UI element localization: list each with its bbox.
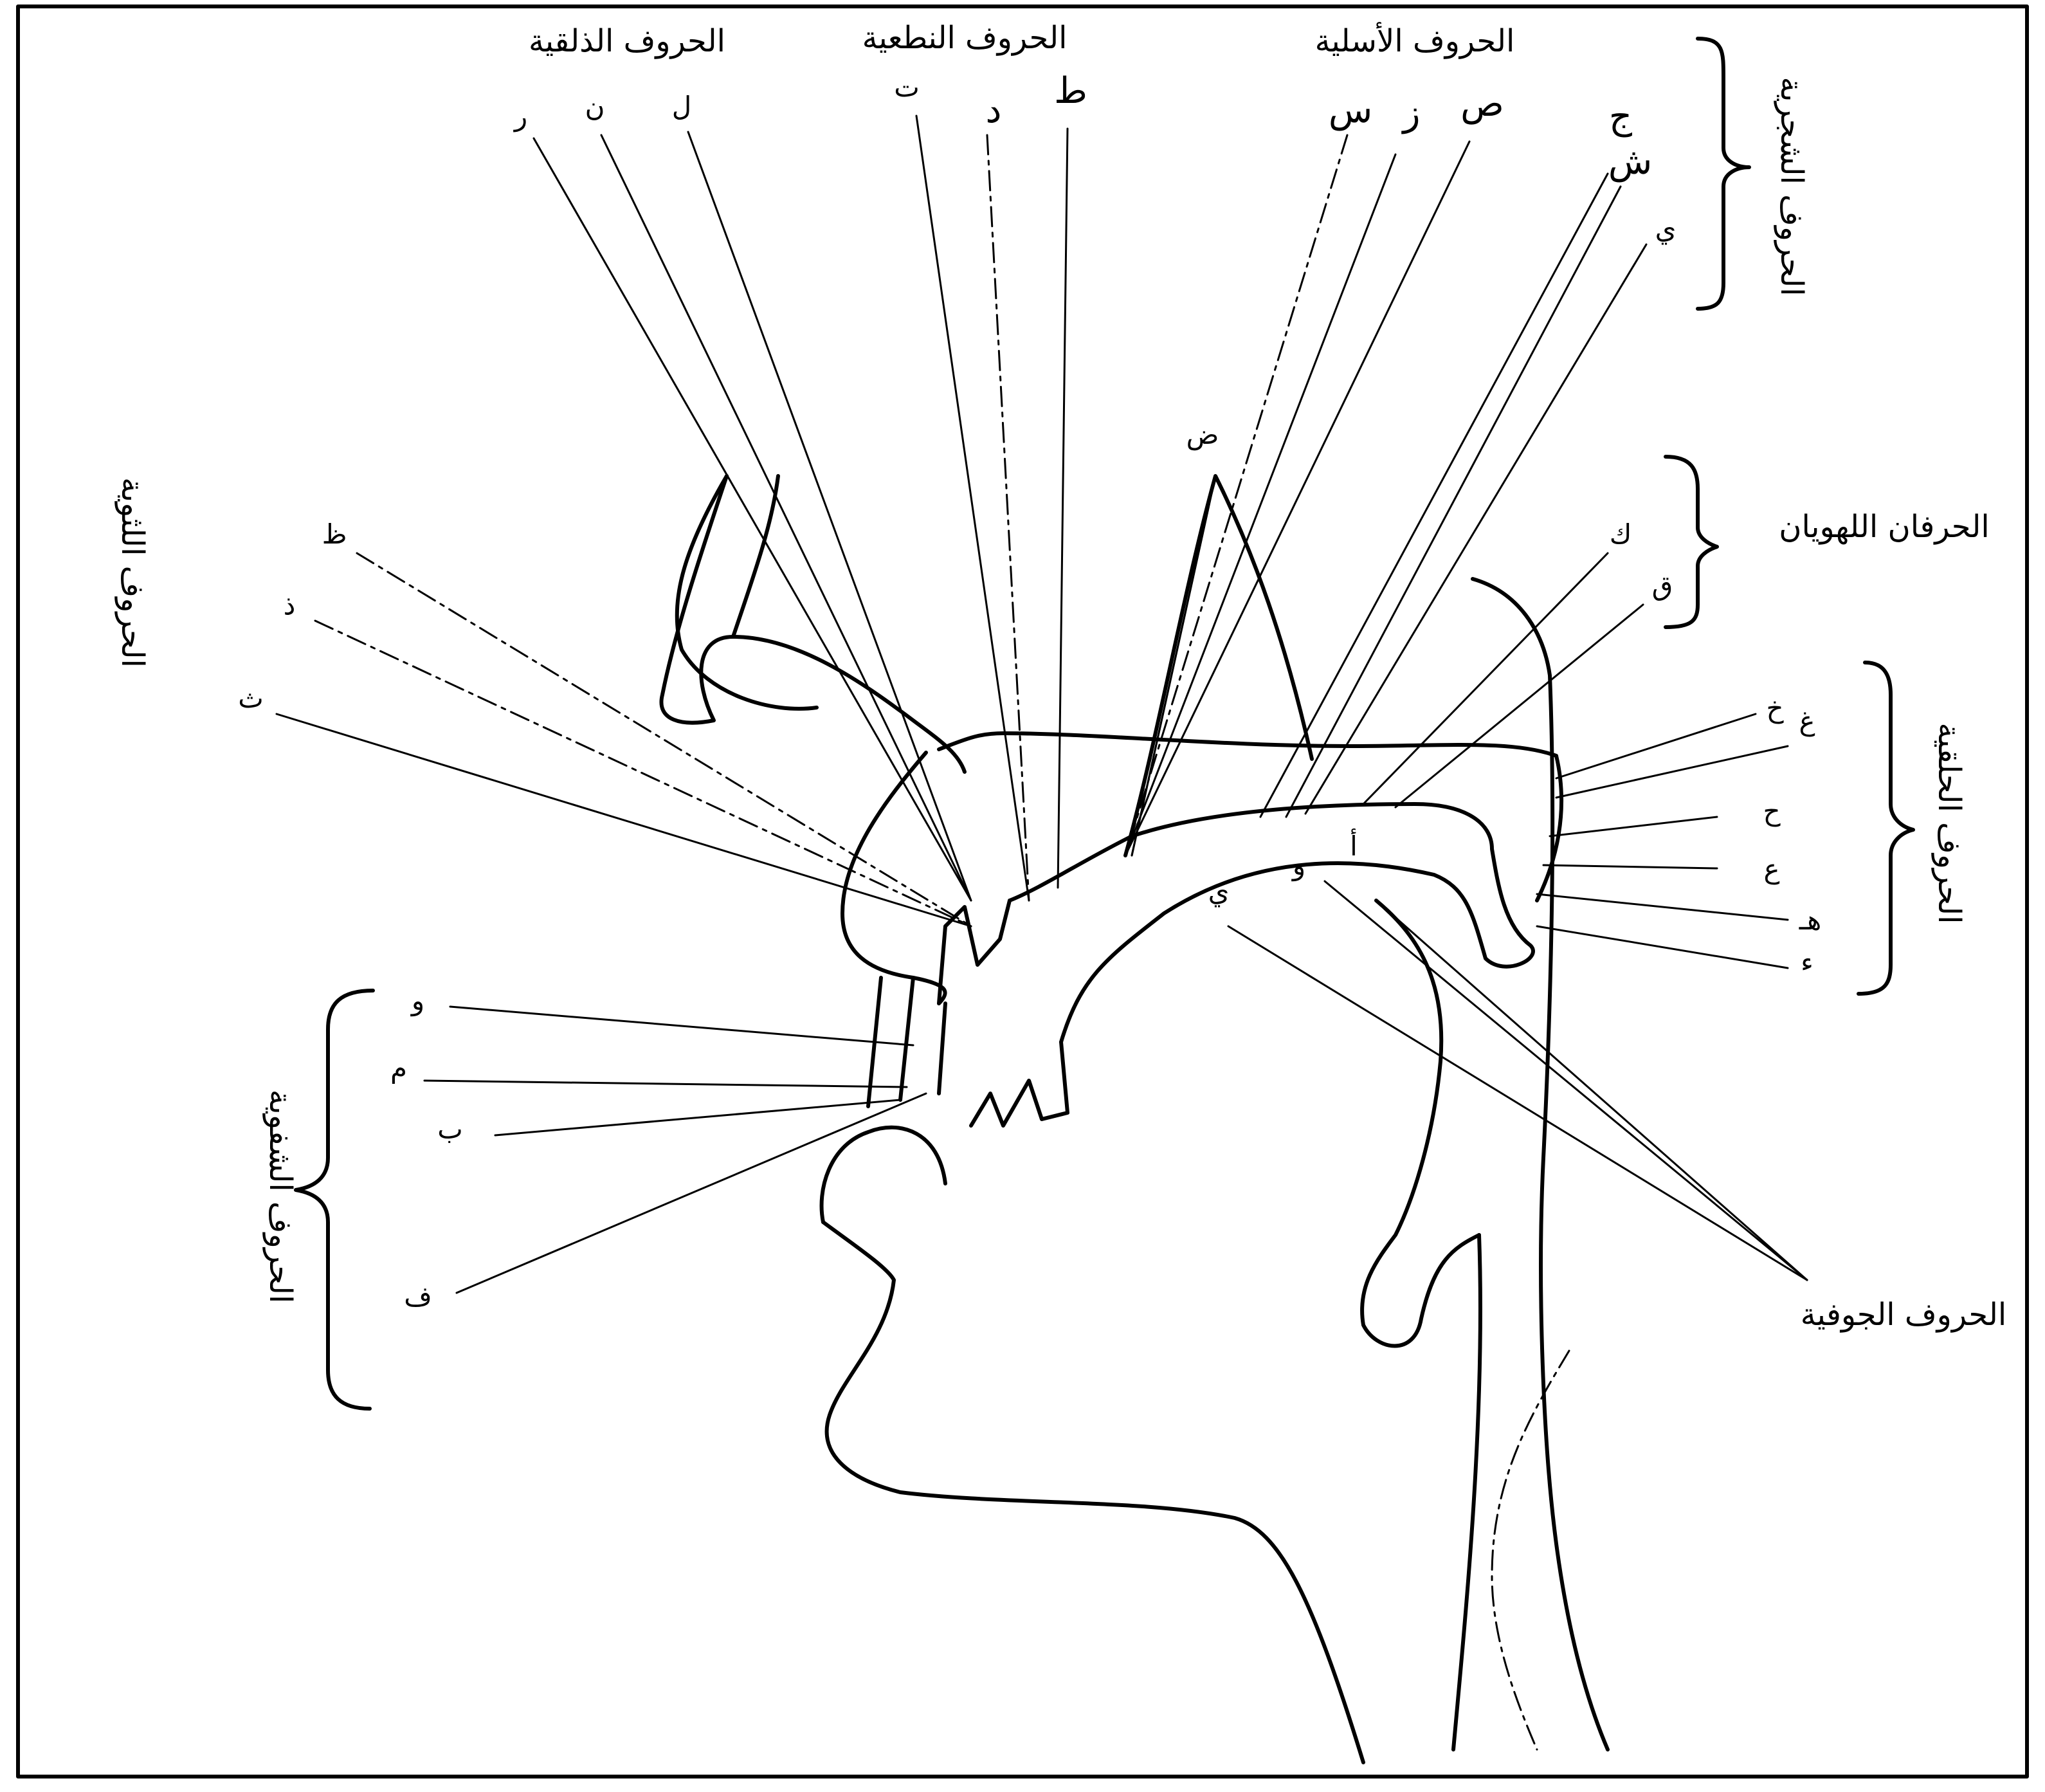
letter-shaj-y: ي xyxy=(1655,213,1677,244)
brace-lahawiyyan xyxy=(1666,457,1717,627)
label-asaliyya: الحروف الأسلية xyxy=(1315,21,1515,59)
line-asal-z xyxy=(1125,154,1395,855)
letter-nit-d: د xyxy=(986,89,1002,131)
letter-shaf-w: و xyxy=(410,985,424,1016)
line-nit-d xyxy=(987,135,1029,901)
letter-dhalq-n: ن xyxy=(585,91,605,122)
letter-asal-ss: ص xyxy=(1460,83,1504,125)
line-shaf-f xyxy=(457,1093,926,1293)
pharynx-wall xyxy=(1362,901,1479,1346)
letter-halq-ayn: ع xyxy=(1763,853,1779,884)
line-dhalq-n xyxy=(601,135,971,901)
posterior-pharynx xyxy=(1473,579,1608,1750)
brace-shajariyya xyxy=(1698,39,1749,309)
letter-dhalq-l: ل xyxy=(672,91,692,122)
line-shaj-sh xyxy=(1286,187,1621,817)
tongue xyxy=(1010,804,1533,1042)
line-lah-k xyxy=(1363,553,1608,804)
line-lath-th xyxy=(277,714,971,926)
label-shajariyya: الحروف الشجرية xyxy=(1774,77,1810,297)
nose-bridge xyxy=(733,476,778,637)
line-halq-h xyxy=(1550,817,1717,836)
line-dhalq-r xyxy=(534,138,971,901)
chin-jaw xyxy=(823,1222,1363,1762)
line-halq-ayn xyxy=(1543,865,1717,868)
letter-dhalq-r: ر xyxy=(513,100,527,132)
line-nit-t xyxy=(916,116,1029,901)
letter-jawf-ya: ي xyxy=(1208,875,1230,907)
letter-lah-q: ق xyxy=(1652,570,1673,601)
line-halq-ha xyxy=(1537,894,1788,920)
letter-lah-k: ك xyxy=(1610,518,1632,550)
letter-dad: ض xyxy=(1186,419,1219,450)
letter-nit-t: ت xyxy=(894,71,920,103)
line-halq-kh xyxy=(1556,714,1756,778)
label-dhalqiyya: الحروف الذلقية xyxy=(529,23,725,59)
letter-nit-tt: ط xyxy=(1054,70,1087,112)
letter-halq-gh: غ xyxy=(1799,705,1815,736)
letter-halq-ha: هـ xyxy=(1799,904,1821,936)
letter-jawf-waw: و xyxy=(1291,850,1305,881)
line-jawf-waw xyxy=(1325,881,1807,1280)
label-jawfiyya: الحروف الجوفية xyxy=(1801,1297,2007,1333)
label-lathawiyya: الحروف اللثوية xyxy=(114,477,150,668)
line-lah-q xyxy=(1395,605,1643,807)
line-shaj-j xyxy=(1260,174,1608,817)
lips xyxy=(822,978,945,1222)
line-dhalq-l xyxy=(688,132,971,901)
letter-shaf-m: م xyxy=(390,1052,407,1084)
line-halq-hamza xyxy=(1537,926,1788,968)
line-nit-tt xyxy=(1058,129,1068,888)
head-profile xyxy=(661,476,1608,1762)
letter-jawf-alif: أ xyxy=(1350,828,1358,862)
line-shaj-y xyxy=(1305,244,1646,814)
letter-shaf-b: ب xyxy=(437,1113,463,1145)
letter-halq-hamza: ء xyxy=(1801,946,1813,978)
letter-lath-z: ظ xyxy=(322,518,347,550)
line-lath-dh xyxy=(315,621,971,926)
label-nitiyya: الحروف النطعية xyxy=(862,20,1068,56)
lower-teeth xyxy=(971,1042,1068,1126)
letter-lath-dh: ذ xyxy=(284,589,296,621)
epiglottis xyxy=(1453,1235,1480,1750)
letter-lath-th: ث xyxy=(238,682,264,714)
line-dad-b xyxy=(1132,476,1215,855)
letter-asal-z: ز xyxy=(1401,93,1420,134)
line-jawf-alif xyxy=(1376,901,1807,1280)
letter-shaf-f: ف xyxy=(404,1281,432,1312)
frame-border xyxy=(18,6,2027,1777)
letter-shaj-sh: ش xyxy=(1608,141,1652,183)
line-shaf-m xyxy=(424,1081,907,1087)
label-lahawiyyan: الحرفان اللهويان xyxy=(1779,509,1990,545)
letter-halq-h: ح xyxy=(1763,795,1781,827)
line-shaf-w xyxy=(450,1007,913,1045)
label-halqiyya: الحروف الحلقية xyxy=(1931,723,1967,924)
line-halq-gh xyxy=(1556,746,1788,798)
letter-shaj-j: ج xyxy=(1609,96,1633,138)
line-jawf-ya xyxy=(1228,926,1807,1280)
letter-asal-s: س xyxy=(1329,89,1372,131)
letter-halq-kh: خ xyxy=(1766,692,1784,724)
label-shafawiyya: الحروف الشفوية xyxy=(262,1090,298,1304)
brace-halqiyya xyxy=(1859,663,1913,994)
brace-shafawiyya xyxy=(296,991,373,1409)
